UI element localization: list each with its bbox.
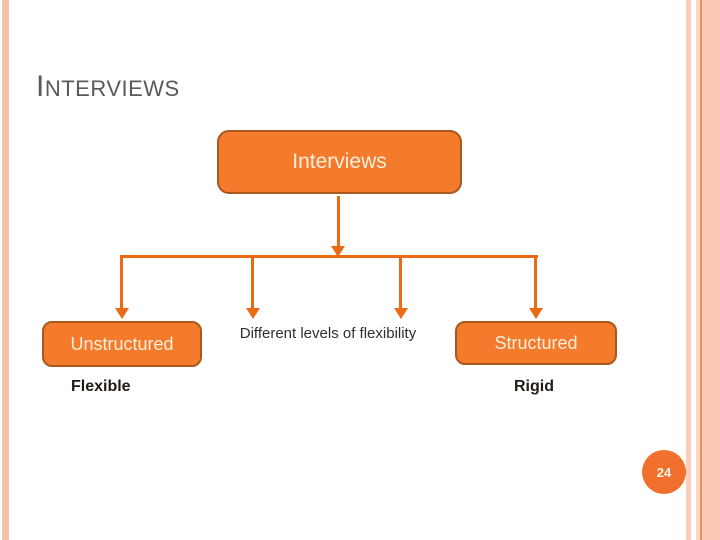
connector-drop-1 <box>120 257 123 308</box>
diagram-node-unstructured: Unstructured <box>42 321 202 367</box>
left-accent-stripe <box>2 0 9 540</box>
connector-drop-2 <box>251 257 254 308</box>
right-accent-stripe-dark-line <box>700 0 702 540</box>
diagram-node-structured-label: Structured <box>494 332 578 353</box>
arrow-down-icon <box>529 308 543 319</box>
diagram-node-structured: Structured <box>455 321 617 365</box>
page-number: 24 <box>656 464 672 480</box>
connector-horizontal <box>120 255 538 258</box>
right-accent-stripe-outer <box>686 0 691 540</box>
diagram-node-unstructured-label: Unstructured <box>70 333 174 354</box>
connector-root-vertical <box>337 196 340 246</box>
page-title-rest: NTERVIEWS <box>44 76 180 101</box>
arrow-down-icon <box>331 246 345 257</box>
connector-drop-3 <box>399 257 402 308</box>
arrow-down-icon <box>246 308 260 319</box>
arrow-down-icon <box>115 308 129 319</box>
flexible-caption: Flexible <box>71 378 131 395</box>
flexibility-label: Different levels of flexibility <box>239 325 417 342</box>
arrow-down-icon <box>394 308 408 319</box>
right-accent-stripe-inner-light <box>696 0 700 540</box>
rigid-caption: Rigid <box>514 378 554 395</box>
connector-drop-4 <box>534 257 537 308</box>
diagram-node-interviews-label: Interviews <box>292 150 387 173</box>
page-number-badge: 24 <box>642 450 686 494</box>
page-title-initial: I <box>36 70 45 103</box>
page-title: INTERVIEWS <box>36 72 180 107</box>
diagram-node-interviews: Interviews <box>217 130 462 194</box>
